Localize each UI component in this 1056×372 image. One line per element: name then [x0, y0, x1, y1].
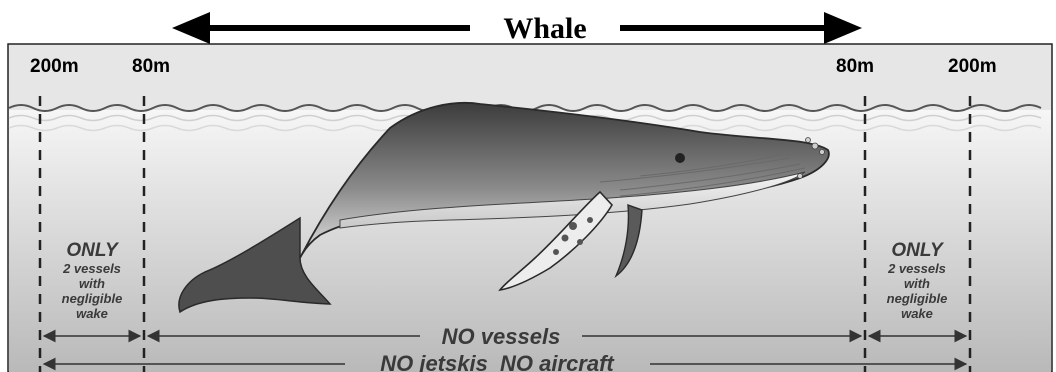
zone-left-line-3: negligible	[62, 291, 123, 306]
distance-label-right-200m: 200m	[948, 56, 997, 77]
whale-eye-icon	[675, 153, 685, 163]
zone-right-heading: ONLY	[891, 240, 945, 261]
zone-right-line-1: 2 vessels	[887, 261, 946, 276]
zone-left-line-1: 2 vessels	[62, 261, 121, 276]
no-jetskis-aircraft-label: NO jetskis NO aircraft	[380, 351, 615, 372]
page-title: Whale	[503, 12, 586, 45]
title-group: Whale	[172, 12, 862, 45]
zone-left-heading: ONLY	[66, 240, 120, 261]
zone-right-line-2: with	[904, 276, 930, 291]
zone-right-line-3: negligible	[887, 291, 948, 306]
zone-right-line-4: wake	[901, 306, 933, 321]
distance-label-left-200m: 200m	[30, 56, 79, 77]
distance-label-left-80m: 80m	[132, 56, 170, 77]
no-vessels-label: NO vessels	[442, 324, 561, 349]
title-arrowhead-right-icon	[824, 12, 862, 44]
zone-left-line-4: wake	[76, 306, 108, 321]
zone-left-line-2: with	[79, 276, 105, 291]
distance-label-right-80m: 80m	[836, 56, 874, 77]
title-arrowhead-left-icon	[172, 12, 210, 44]
